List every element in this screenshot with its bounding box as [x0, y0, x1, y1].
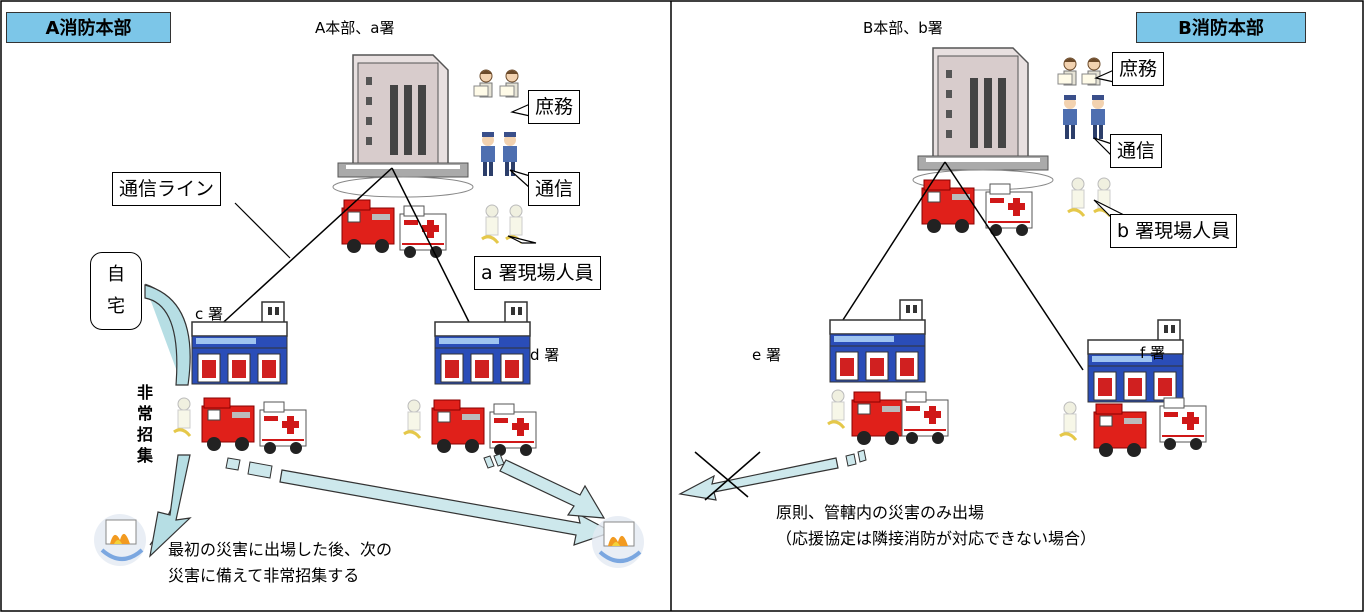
- callout-genba-b: b 署現場人員: [1110, 214, 1238, 248]
- station-f-label: f 署: [1140, 344, 1166, 362]
- callup-arrow: [149, 454, 192, 558]
- fire-station-e-icon: [829, 299, 926, 383]
- callup-char: 集: [136, 446, 153, 465]
- comm-line-e: [829, 161, 946, 341]
- dispatch-arrow-d: [483, 453, 606, 519]
- field-staff-icon: [1058, 400, 1078, 442]
- fire-truck-icon: [201, 397, 255, 452]
- callout-genba-a: a 署現場人員: [474, 256, 601, 290]
- fire-truck-icon: [341, 199, 395, 254]
- home-box: 自 宅: [90, 252, 142, 330]
- dispatch-arrow-c: [225, 457, 614, 546]
- home-label-1: 自: [107, 264, 125, 285]
- staff-icon: [499, 69, 519, 98]
- comm-line-d: [391, 167, 474, 331]
- communications-staff-icon: [481, 132, 495, 176]
- note-right-line-1: 原則、管轄内の災害のみ出場: [776, 503, 985, 522]
- note-left-line-1: 最初の災害に出場した後、次の: [168, 540, 393, 559]
- incident-icon: [92, 512, 148, 568]
- communications-staff-icon: [1091, 95, 1105, 139]
- home-label-2: 宅: [107, 296, 125, 317]
- field-staff-icon: [1066, 176, 1086, 218]
- emergency-callup-label: 非 常 招 集: [136, 382, 154, 466]
- ambulance-icon: [1159, 397, 1207, 451]
- hq-a-badge: A消防本部: [6, 12, 171, 43]
- note-right-line-2: （応援協定は隣接消防が対応できない場合）: [776, 529, 1097, 548]
- callup-char: 常: [136, 404, 153, 423]
- note-right: 原則、管轄内の災害のみ出場 （応援協定は隣接消防が対応できない場合）: [776, 500, 1096, 552]
- station-d-label: d 署: [530, 346, 560, 364]
- callout-tsushin-a: 通信: [528, 172, 581, 206]
- comm-line-c: [214, 167, 393, 331]
- fire-truck-icon: [851, 391, 905, 446]
- callout-shomu-a: 庶務: [528, 90, 581, 124]
- note-left-line-2: 災害に備えて非常招集する: [168, 566, 360, 585]
- fire-truck-icon: [431, 399, 485, 454]
- station-e-label: e 署: [752, 346, 781, 364]
- callout-comm-line: 通信ライン: [112, 172, 222, 206]
- fire-truck-icon: [1093, 403, 1147, 458]
- prohibited-dispatch-arrow: [678, 449, 867, 501]
- field-staff-icon: [402, 398, 422, 440]
- callup-char: 招: [136, 425, 153, 444]
- field-staff-icon: [480, 203, 500, 245]
- ambulance-icon: [985, 183, 1033, 237]
- fire-station-d-icon: [434, 301, 531, 385]
- hq-building-a: [332, 54, 474, 198]
- callout-shomu-b: 庶務: [1112, 52, 1165, 86]
- station-c-label: c 署: [195, 305, 224, 323]
- hq-a-header: A本部、a署: [315, 19, 395, 37]
- note-left: 最初の災害に出場した後、次の 災害に備えて非常招集する: [168, 537, 392, 589]
- hq-b-header: B本部、b署: [863, 19, 943, 37]
- field-staff-icon: [172, 396, 192, 438]
- incident-icon: [590, 514, 646, 570]
- callout-tsushin-b: 通信: [1110, 134, 1163, 168]
- hq-building-b: [912, 47, 1054, 191]
- fire-station-f-icon: [1087, 319, 1184, 403]
- ambulance-icon: [489, 403, 537, 457]
- staff-icon: [1081, 57, 1101, 86]
- communications-staff-icon: [503, 132, 517, 176]
- staff-icon: [473, 69, 493, 98]
- fire-truck-icon: [921, 179, 975, 234]
- callup-char: 非: [136, 383, 153, 402]
- ambulance-icon: [901, 391, 949, 445]
- hq-b-badge: B消防本部: [1136, 12, 1306, 43]
- communications-staff-icon: [1063, 95, 1077, 139]
- field-staff-icon: [826, 388, 846, 430]
- comm-line-f: [944, 161, 1084, 371]
- staff-icon: [1057, 57, 1077, 86]
- ambulance-icon: [399, 205, 447, 259]
- ambulance-icon: [259, 401, 307, 455]
